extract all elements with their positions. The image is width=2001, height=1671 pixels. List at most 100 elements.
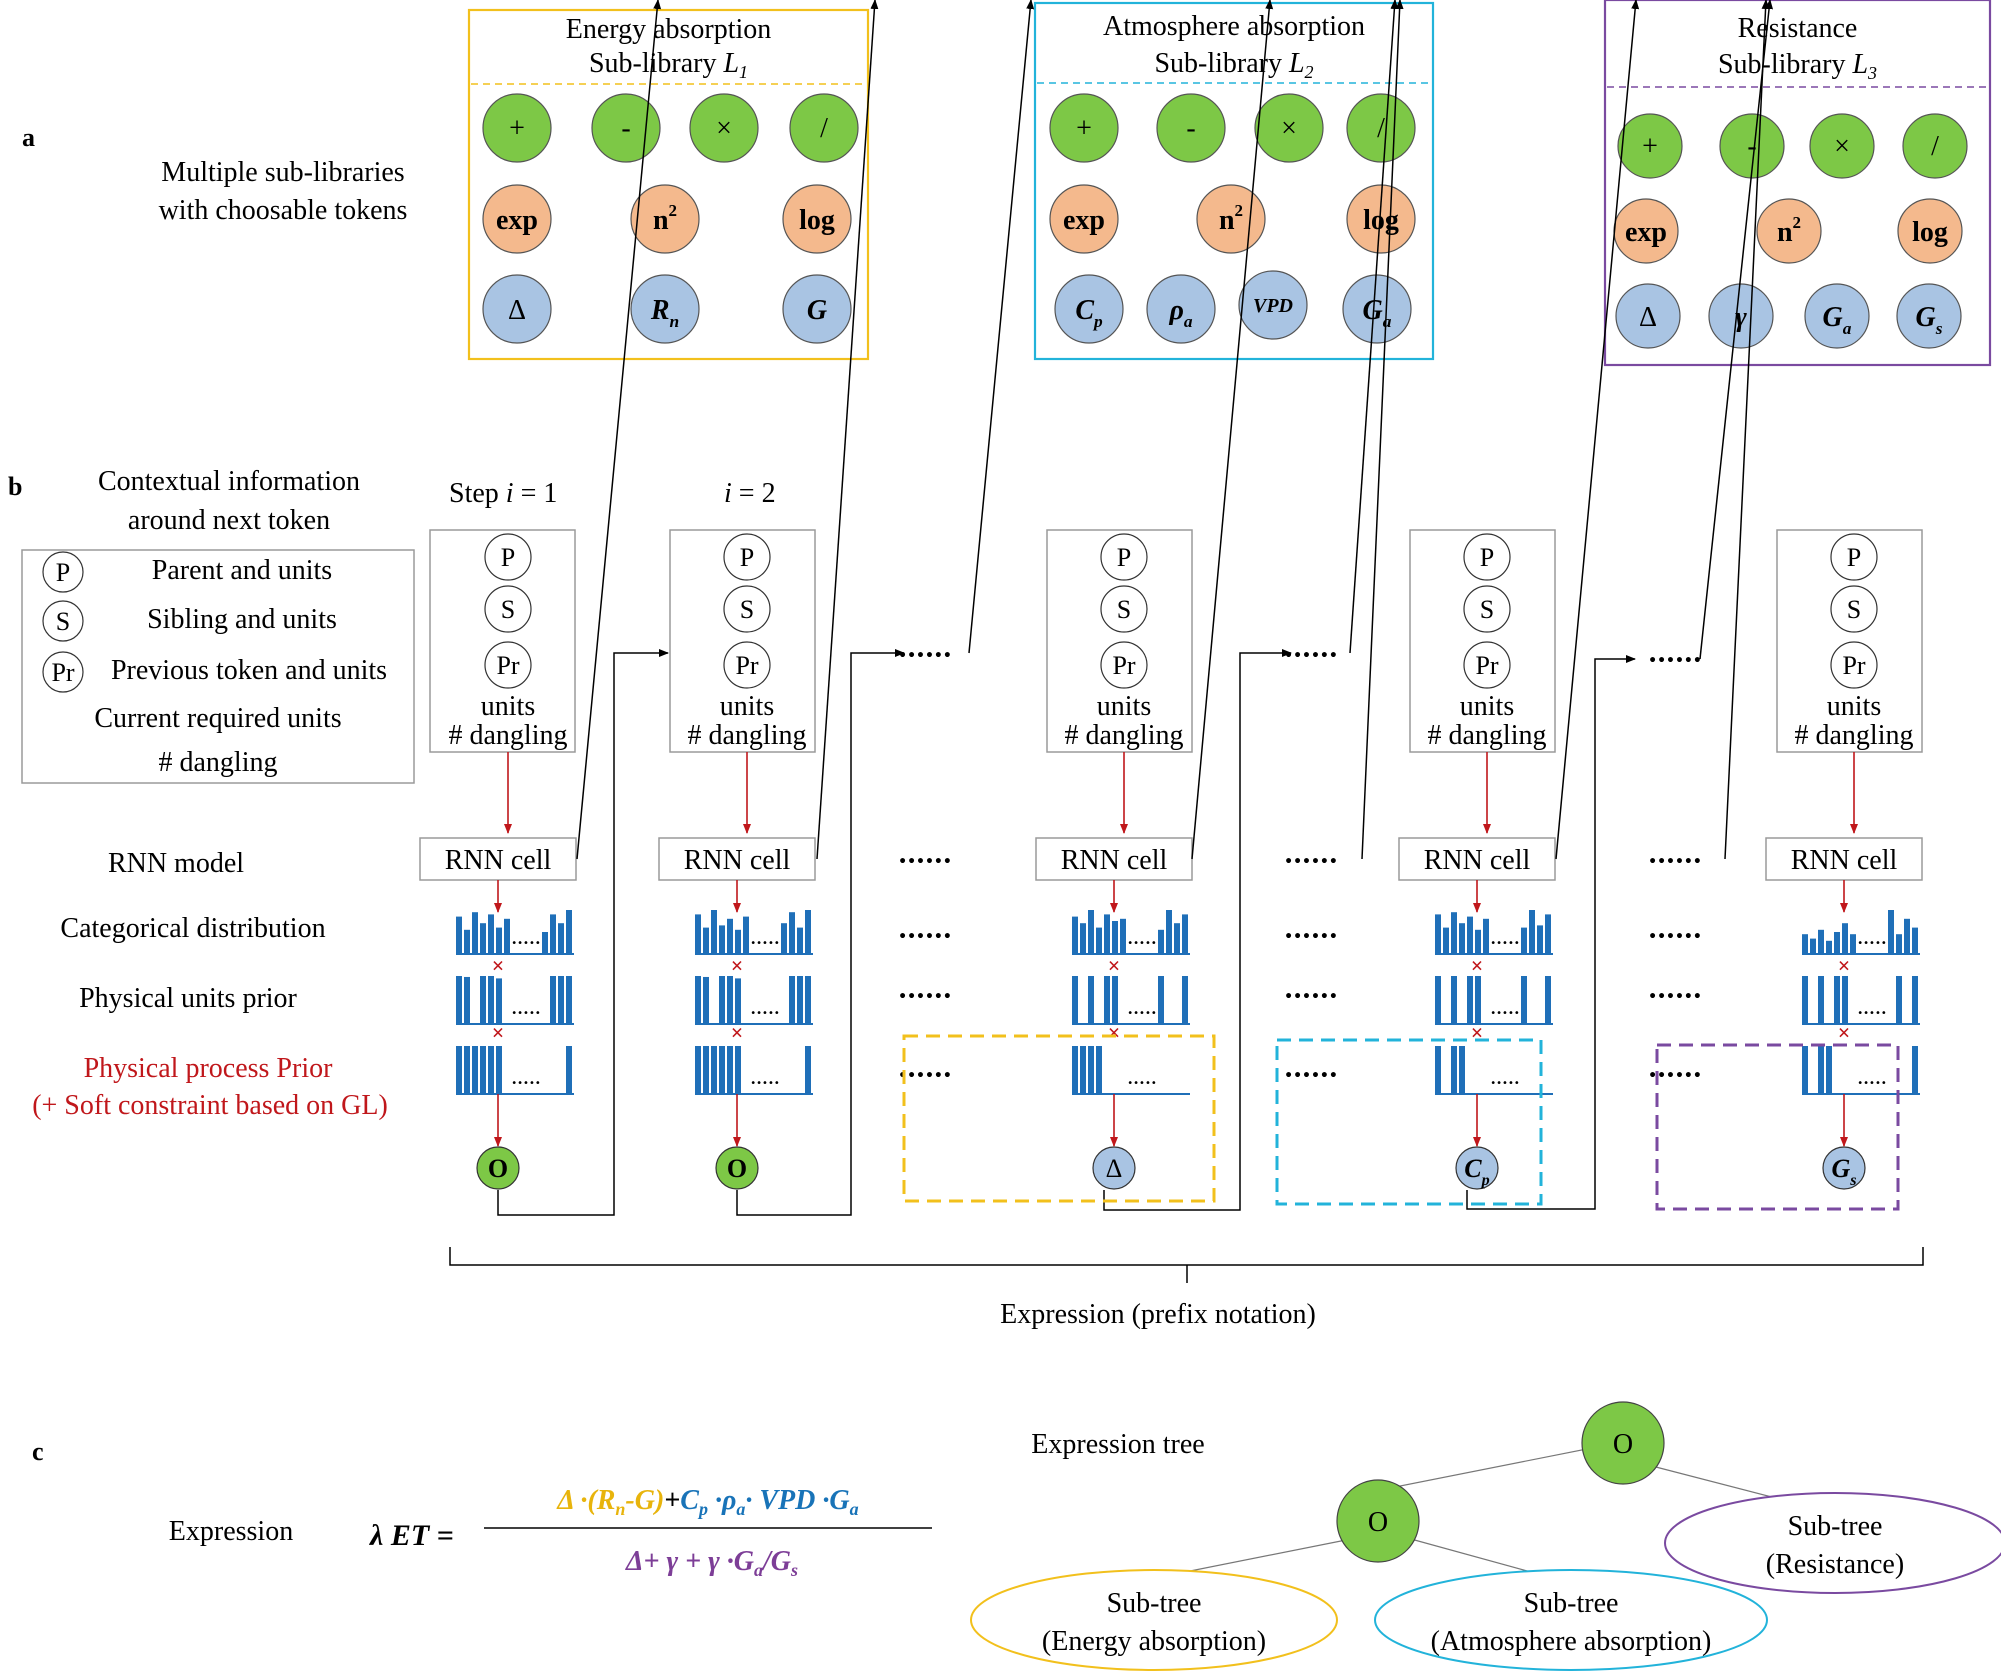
ellipsis: ••••••: [1284, 854, 1338, 870]
dist-bar: [566, 1046, 572, 1094]
row-label-units-prior: Physical units prior: [79, 983, 297, 1014]
dist-ellipsis: •••••: [1127, 1078, 1157, 1089]
dist-bar: [542, 932, 548, 954]
flow-arrow: [576, 0, 662, 860]
operator-token: [1617, 113, 1683, 179]
dist-bar: [1120, 918, 1126, 954]
dist-bar: [1072, 1046, 1078, 1094]
dist-bar: [1072, 916, 1078, 954]
variable-token: [630, 274, 700, 344]
expression-tree: O O Sub-tree(Energy absorption)Sub-tree(…: [970, 1401, 2001, 1671]
context-symbol-circle: [723, 585, 771, 633]
context-units: units: [1460, 691, 1514, 722]
rnn-cell: RNN cell: [658, 837, 816, 881]
panel-label-c: c: [32, 1437, 44, 1466]
dist-bar: [703, 1046, 709, 1094]
section-b: b Contextual information around next tok…: [8, 0, 1924, 1330]
operator-token-label: -: [621, 113, 630, 144]
operator-token: [591, 93, 661, 163]
dist-bar: [1451, 976, 1457, 1024]
row-label-process-prior: Physical process Prior: [84, 1053, 334, 1084]
dist-bar: [550, 976, 556, 1024]
multiply-sign: ×: [492, 953, 505, 978]
legend-symbol: P: [56, 558, 70, 587]
dist-bar: [456, 976, 462, 1024]
variable-token-label: Ga: [1823, 302, 1852, 338]
ellipsis: ••••••: [1648, 854, 1702, 870]
context-symbol-circle: [484, 585, 532, 633]
operator-token-label: ×: [1281, 113, 1297, 144]
context-title-line2: around next token: [128, 505, 330, 536]
variable-token-label: Cp: [1075, 295, 1103, 331]
tree-root-label: O: [1613, 1429, 1633, 1460]
rnn-cell-label: RNN cell: [445, 845, 552, 876]
subtree-node: Sub-tree(Resistance): [1664, 1492, 2001, 1594]
context-units: units: [1827, 691, 1881, 722]
function-token: [630, 184, 700, 254]
multiply-sign: ×: [1108, 953, 1121, 978]
operator-token-label: /: [1931, 131, 1939, 162]
operator-token-label: +: [1642, 131, 1658, 162]
dist-bar: [480, 1046, 486, 1094]
dist-bar: [480, 923, 486, 954]
context-symbol: P: [501, 543, 515, 572]
rnn-cell-label: RNN cell: [1791, 845, 1898, 876]
dist-bar: [1088, 910, 1094, 954]
dist-bar: [1174, 923, 1180, 954]
dist-bar: [1158, 976, 1164, 1024]
categorical-distribution: •••••: [1072, 910, 1190, 955]
operator-token-label: /: [820, 113, 828, 144]
dist-bar: [1459, 1046, 1465, 1094]
dist-bar: [1818, 976, 1824, 1024]
sub-library-name: Sub-library L3: [1718, 49, 1877, 83]
dist-bar: [558, 923, 564, 954]
legend-symbol-circle: [42, 651, 84, 693]
dist-bar: [1112, 921, 1118, 954]
ellipsis: ••••••: [898, 1068, 952, 1084]
operator-token-label: /: [1377, 113, 1385, 144]
dist-ellipsis: •••••: [511, 938, 541, 949]
legend-required-units: Current required units: [94, 703, 341, 734]
operator-token: [1902, 113, 1968, 179]
subtree-ellipse: [1664, 1492, 2001, 1594]
operator-token: [1156, 93, 1226, 163]
dist-bar: [805, 910, 811, 954]
dist-bar: [727, 1046, 733, 1094]
process-prior-distribution: •••••: [695, 1046, 813, 1095]
dist-bar: [1912, 976, 1918, 1024]
function-token-label: exp: [1063, 205, 1105, 236]
context-symbol-circle: [1830, 533, 1878, 581]
rnn-cell-label: RNN cell: [684, 845, 791, 876]
operator-token: [1254, 93, 1324, 163]
dist-bar: [719, 976, 725, 1024]
dist-bar: [1443, 927, 1449, 954]
ellipsis: ••••••: [1284, 989, 1338, 1005]
context-dangling: # dangling: [1065, 720, 1184, 751]
row-label-categorical: Categorical distribution: [60, 913, 325, 944]
dist-bar: [504, 918, 510, 954]
dist-bar: [1842, 923, 1848, 954]
output-token-label: Gs: [1831, 1154, 1856, 1189]
subtree-title: Sub-tree: [1524, 1588, 1619, 1619]
dist-bar: [1158, 929, 1164, 954]
output-token-label: Δ: [1106, 1154, 1123, 1183]
dist-bar: [472, 912, 478, 954]
output-token-label: O: [488, 1154, 508, 1183]
dist-bar: [1182, 976, 1188, 1024]
function-token-label: exp: [1625, 217, 1667, 248]
rnn-cell-label: RNN cell: [1424, 845, 1531, 876]
dist-bar: [1104, 914, 1110, 954]
process-prior-distribution: •••••: [1072, 1046, 1190, 1095]
function-token-label: log: [1912, 217, 1948, 248]
expression-brace: [449, 1247, 1924, 1283]
context-units: units: [720, 691, 774, 722]
sublibraries-label-line1: Multiple sub-libraries: [161, 157, 404, 188]
dist-ellipsis: •••••: [750, 1008, 780, 1019]
operator-token-label: +: [509, 113, 525, 144]
sub-library-title: Energy absorption: [566, 14, 772, 45]
multiply-sign: ×: [1471, 953, 1484, 978]
dist-bar: [464, 976, 470, 1024]
